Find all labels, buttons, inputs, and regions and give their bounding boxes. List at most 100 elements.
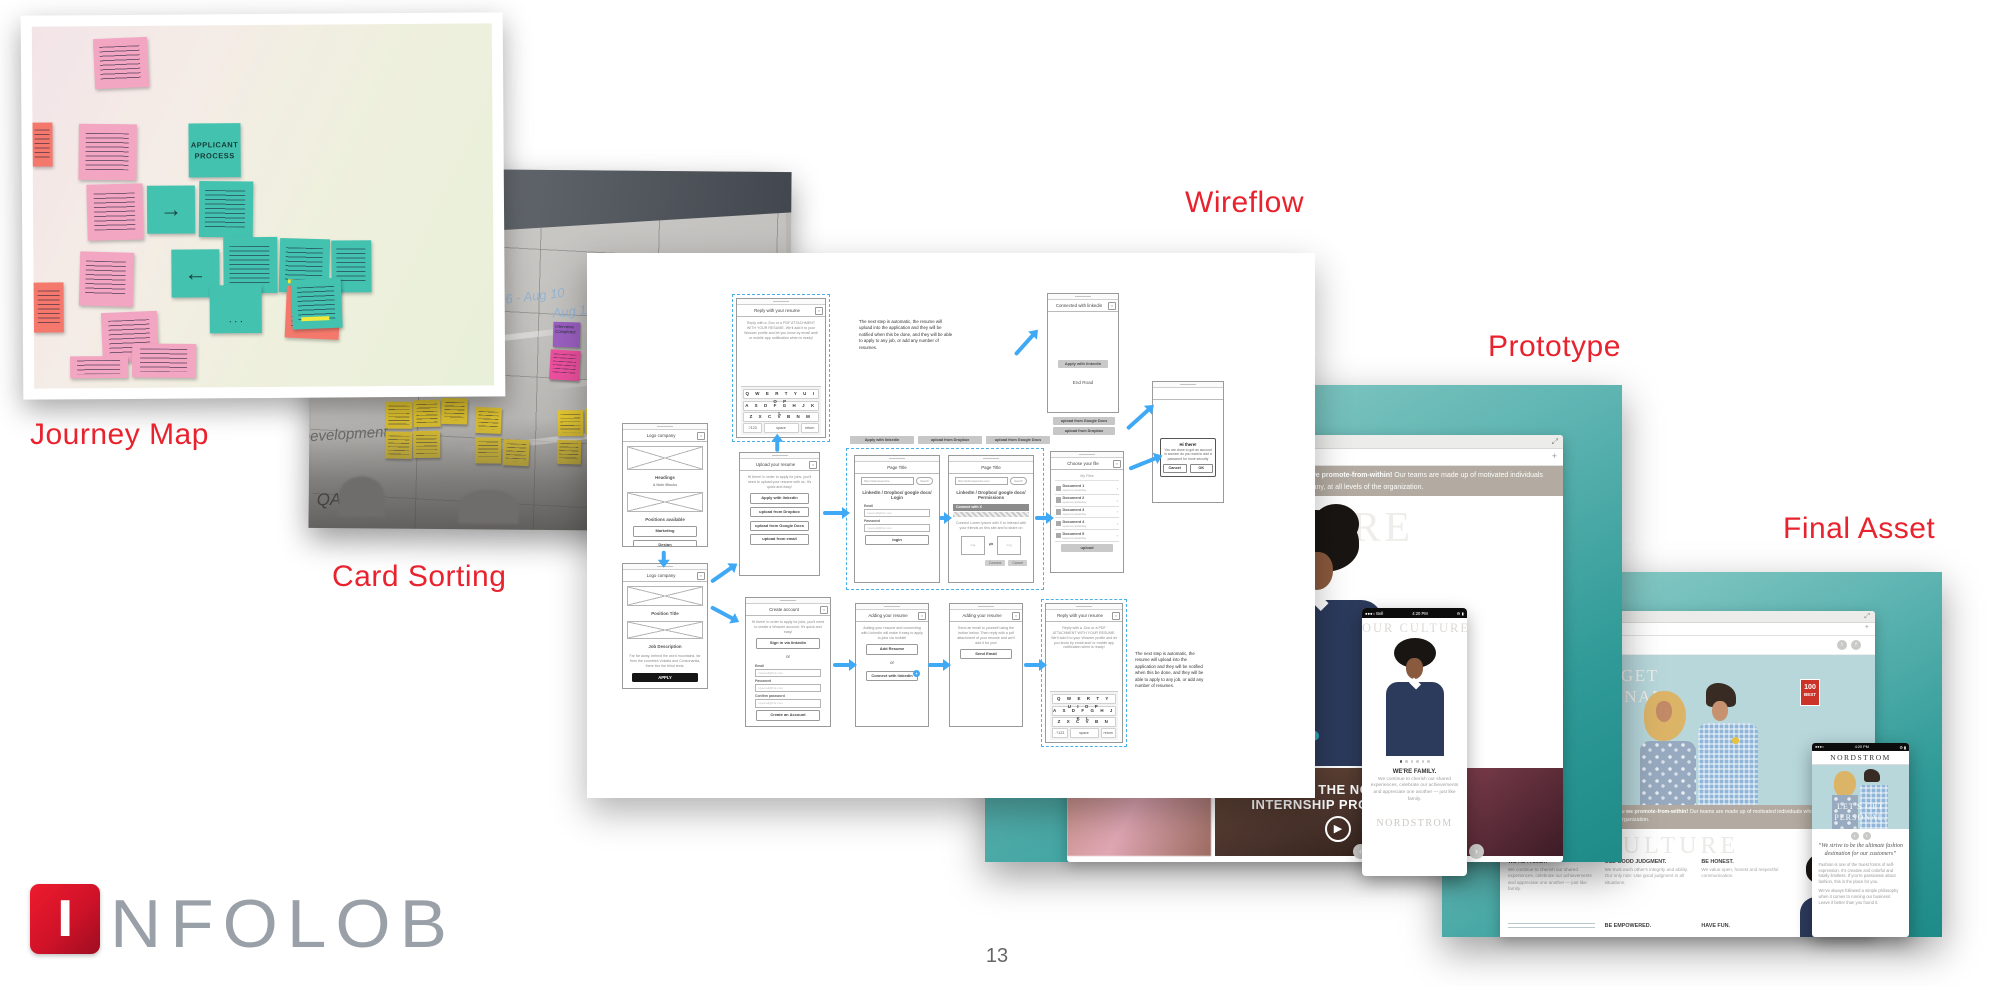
keyboard-key: space xyxy=(763,423,799,433)
chevron-right-icon: › xyxy=(1116,533,1118,539)
column-heading: WE'RE FAMILY. xyxy=(1508,859,1548,865)
phone-text: Adding your resume and connecting with L… xyxy=(861,626,923,640)
search-button: Search xyxy=(1010,477,1027,485)
chevron-right-icon: › xyxy=(1116,521,1118,527)
board-sticky xyxy=(548,349,581,382)
column-text: We value open, honest and respectful com… xyxy=(1701,866,1779,879)
phone-title-row: Connected with linkedin× xyxy=(1048,300,1118,312)
carousel-next-icon: › xyxy=(1469,844,1484,859)
document-sub: opened yesterday xyxy=(1062,523,1087,528)
final-asset-label: Final Asset xyxy=(1783,512,1936,545)
tab-chip: upload from Dropbox xyxy=(918,436,982,444)
phone-body: Hi there!You are close to get an account… xyxy=(1153,400,1223,502)
annotation-text: The next step is automatic, the resume w… xyxy=(859,319,953,350)
image-placeholder xyxy=(627,491,703,512)
phone-title: Create account xyxy=(769,607,799,612)
cancel-button: Cancel xyxy=(1008,559,1027,567)
file-icon xyxy=(1056,485,1061,492)
image-placeholder xyxy=(627,446,703,470)
keyboard-row: Z X C V B N M xyxy=(743,411,819,422)
phone-heading: Headings xyxy=(655,475,675,480)
logo-letter-i: I xyxy=(56,890,74,948)
woman-hair xyxy=(1834,771,1856,797)
battery-icon: ⚙ ▮ xyxy=(1899,745,1906,750)
spacer xyxy=(1052,314,1114,358)
phone-title: Page Title xyxy=(981,465,1001,470)
expand-icon: ⤢ xyxy=(1864,613,1870,620)
flow-arrow xyxy=(1024,659,1047,670)
keyboard-key: .?123 xyxy=(743,423,762,433)
swap-arrows-icon: ⇄ xyxy=(988,542,994,549)
confirm-button: Connect xyxy=(984,559,1006,567)
document-title: Document 3 xyxy=(1062,507,1085,512)
prototype-label: Prototype xyxy=(1488,330,1621,363)
file-icon xyxy=(1056,520,1061,527)
field-placeholder: myemail@hot.com xyxy=(755,699,821,708)
keyboard-row: Q W E R T Y U I O P xyxy=(743,389,819,404)
sticky-note xyxy=(131,343,197,379)
keyboard-row: A S D F G H J K L xyxy=(1052,705,1116,721)
wireframe-gray-button: upload xyxy=(1061,543,1113,552)
phone-status-bar: ●●●○ 4:20 PM ⚙ ▮ xyxy=(1812,743,1909,751)
logo-wordmark: NFOLOB xyxy=(110,886,456,963)
wireframe-button: Connect with linkedin+ xyxy=(866,669,920,682)
phone-mini-titlebar xyxy=(1046,604,1122,610)
dialog-box: Hi there!You are close to get an account… xyxy=(1160,438,1216,478)
cancel-button: Cancel xyxy=(1163,464,1187,474)
silhouette xyxy=(458,489,519,524)
img-box: img xyxy=(997,535,1022,555)
phone-text: Far far away, behind the word mountains,… xyxy=(629,654,701,668)
document-title: Document 5 xyxy=(1062,531,1085,536)
phone-mini-titlebar xyxy=(949,456,1033,462)
document-sub: opened yesterday xyxy=(1062,535,1087,540)
wireflow-phone-reply1: Reply with your resume×Reply with a .Doc… xyxy=(732,294,830,442)
carousel-dots xyxy=(1362,760,1467,763)
sticky-note xyxy=(70,355,129,379)
boutonniere xyxy=(1732,737,1739,744)
fortune-100-best-badge: 100 BEST xyxy=(1800,679,1820,706)
document-title: Document 2 xyxy=(1062,496,1085,501)
prototype-mobile-screenshot: ●●●○ Bell 4:20 PM ⚙ ▮ OUR CULTURE WE'RE … xyxy=(1362,608,1467,876)
file-icon xyxy=(1056,532,1061,539)
ok-button: OK xyxy=(1189,464,1213,474)
wireflow-phone-connected: Connected with linkedin×Apply with linke… xyxy=(1047,293,1119,413)
field-label: Password xyxy=(755,679,772,684)
keyboard: Q W E R T Y U I O PA S D F G H J K LZ X … xyxy=(1050,691,1118,740)
phone-text: Connect Lorem Ipsum with X to interact w… xyxy=(955,521,1027,530)
field-label: Email xyxy=(864,504,874,508)
signal-icon: ●●●○ Bell xyxy=(1365,610,1384,616)
keyboard-row: A S D F G H J K L xyxy=(743,400,819,416)
flow-arrow xyxy=(928,659,951,670)
play-icon: ▶ xyxy=(1325,816,1351,842)
sticky-note: . . . xyxy=(209,285,262,334)
column-text: We continue to cherish our shared experi… xyxy=(1508,866,1592,892)
wireframe-button: Design xyxy=(633,540,697,546)
phone-mini-titlebar xyxy=(1153,382,1223,388)
document-title: Document 4 xyxy=(1062,519,1085,524)
phone-paragraph: We've always followed a simple philosoph… xyxy=(1818,888,1899,905)
keyboard-key: return xyxy=(800,423,819,433)
woman-sweater xyxy=(1385,682,1444,756)
tab-chip: upload from Google Docs xyxy=(986,436,1050,444)
phone-social-row: t f xyxy=(1812,829,1909,843)
phone-subheading: My Files xyxy=(1055,474,1119,481)
flow-arrow xyxy=(1125,407,1151,431)
phone-heading: Positions available xyxy=(645,516,685,522)
close-icon: × xyxy=(809,460,817,469)
woman-dress xyxy=(1640,741,1696,805)
